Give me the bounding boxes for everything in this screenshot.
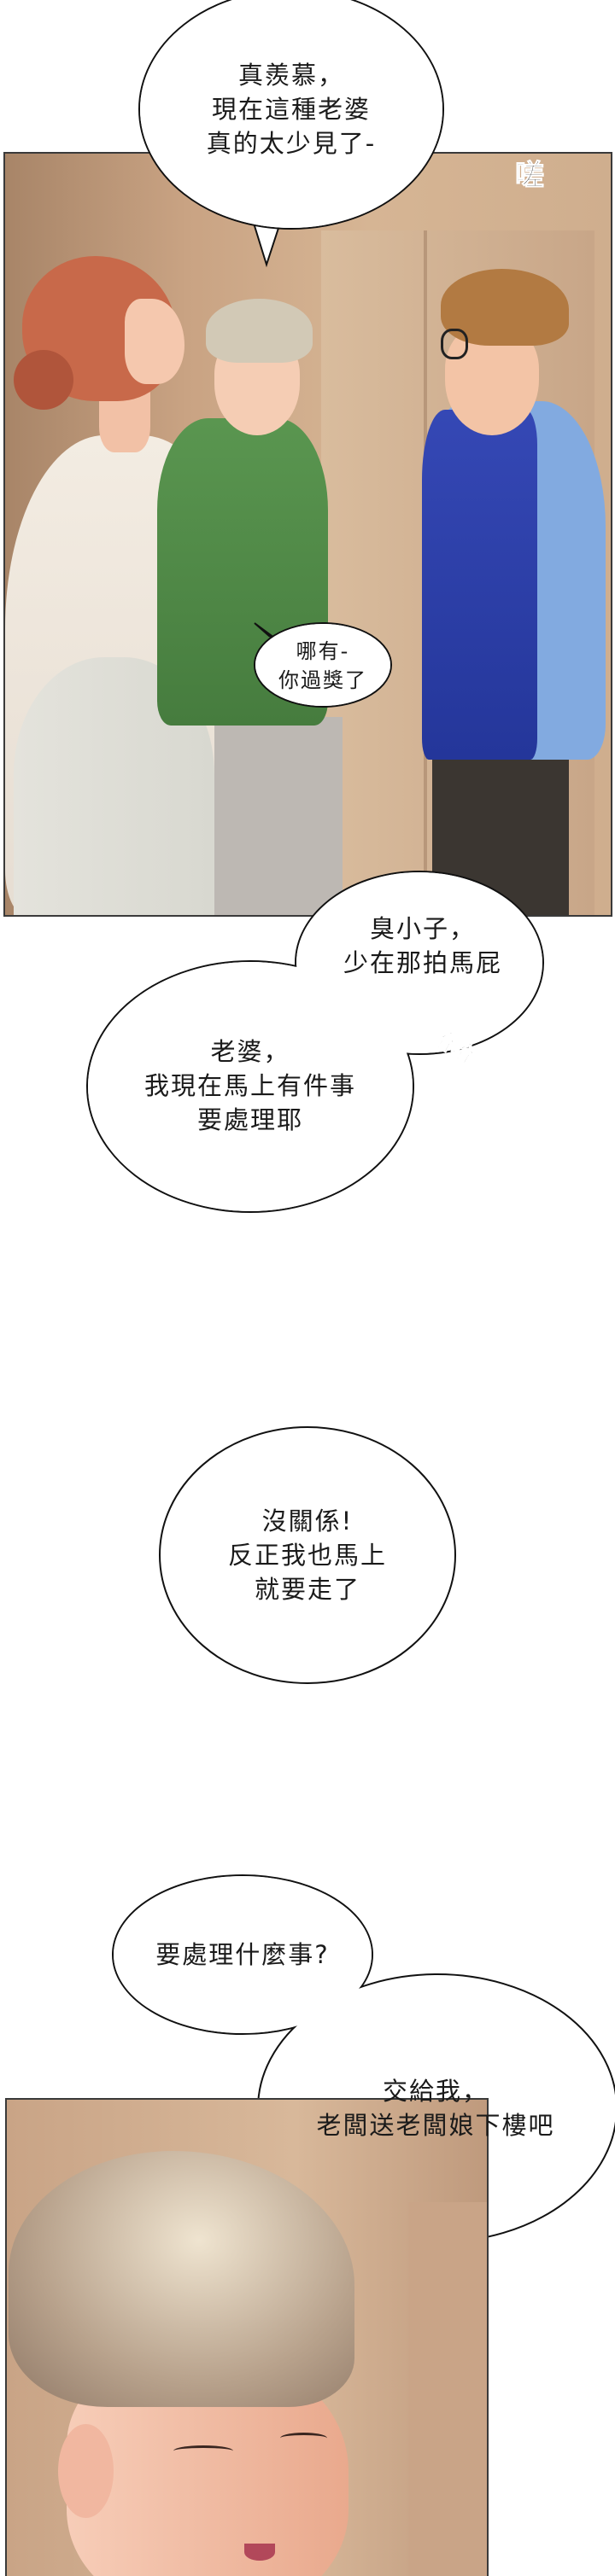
bubble-what-text: 要處理什麼事?: [123, 1938, 362, 1972]
line: 沒關係!: [261, 1507, 354, 1536]
bubble-leave-to-me-text: 交給我， 老闆送老闆娘下樓吧: [290, 2074, 581, 2142]
boy-eye-right: [280, 2433, 327, 2444]
line: 真的太少見了-: [206, 129, 377, 158]
line: 我現在馬上有件事: [144, 1071, 356, 1100]
green-guy-pants: [214, 717, 343, 915]
bubble-stinky-text: 臭小子， 少在那拍馬屁: [329, 912, 517, 980]
woman-face: [125, 299, 184, 384]
line: 少在那拍馬屁: [343, 948, 502, 977]
line: 老婆，: [210, 1037, 290, 1066]
line: 反正我也馬上: [227, 1541, 387, 1570]
line: 現在這種老婆: [211, 95, 371, 124]
green-guy-hair: [206, 299, 313, 363]
line: 要處理什麼事?: [155, 1940, 330, 1969]
bubble-no-problem-text: 沒關係! 反正我也馬上 就要走了: [179, 1504, 436, 1606]
wall-column: [408, 2202, 487, 2576]
boy-mouth: [244, 2544, 275, 2561]
line: 你過獎了: [278, 668, 367, 692]
vest-guy-glasses: [441, 329, 468, 359]
line: 臭小子，: [369, 914, 476, 943]
bubble-wife-text: 老婆， 我現在馬上有件事 要處理耶: [122, 1034, 378, 1137]
line: 交給我，: [382, 2077, 489, 2106]
bubble-top-text: 真羨慕， 現在這種老婆 真的太少見了-: [163, 58, 419, 160]
bubble-small-text: 哪有- 你過獎了: [263, 637, 383, 695]
line: 真羨慕，: [237, 61, 344, 90]
line: 要處理耶: [196, 1105, 303, 1134]
panel-1-living-room-scene: [3, 152, 612, 917]
vest-guy-vest: [422, 410, 537, 760]
woman-hair-bun: [14, 350, 73, 410]
panel-2-closeup: [5, 2098, 489, 2576]
boy-ear: [58, 2424, 114, 2518]
boy-eye-left: [173, 2445, 233, 2457]
line: 老闆送老闆娘下樓吧: [316, 2111, 555, 2140]
bubble-no-problem: [159, 1426, 456, 1684]
sfx-tsk: 嗟: [515, 159, 545, 194]
boy-hair: [9, 2151, 354, 2407]
line: 哪有-: [296, 639, 350, 663]
line: 就要走了: [254, 1575, 360, 1604]
